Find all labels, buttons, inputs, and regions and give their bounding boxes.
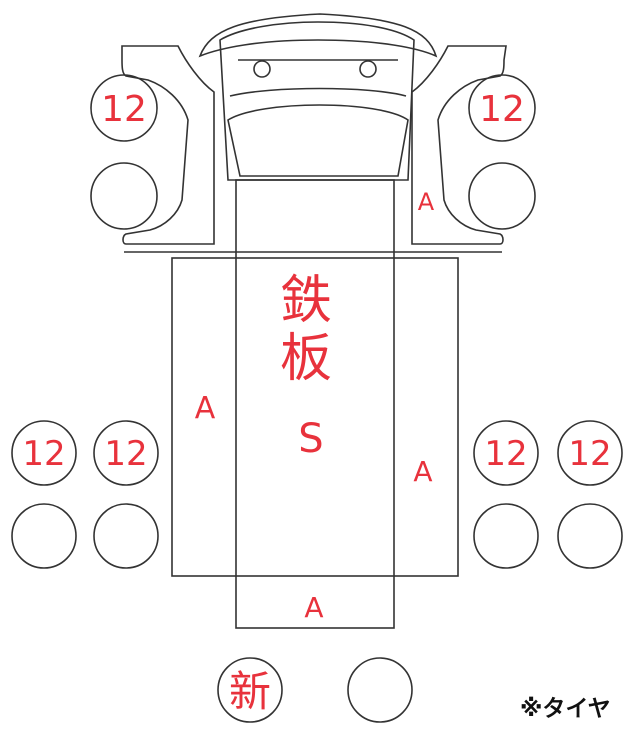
cab-light-left [253, 60, 271, 78]
tire-front-right-upper [468, 74, 536, 142]
tire-note: ※タイヤ [520, 696, 611, 722]
tire-front-left-lower [90, 162, 158, 230]
tire-label-front-right-upper: 12 [479, 89, 525, 130]
center-frame [235, 179, 395, 629]
mark-bed-rear: A [304, 591, 323, 624]
mark-bed-right: A [413, 455, 432, 488]
cab-body [121, 45, 215, 245]
tire-label-rear-right-inner-upper: 12 [484, 434, 527, 474]
tire-label-rear-left-outer-upper: 12 [22, 434, 65, 474]
tire-label-rear-left-inner-upper: 12 [104, 434, 147, 474]
mark-bed-left: A [195, 391, 216, 426]
tire-rear-left-outer-lower [11, 503, 77, 569]
tire-rear-left-inner-upper [93, 420, 159, 486]
tire-front-left-upper [90, 74, 158, 142]
tire-label-rear-right-outer-upper: 12 [568, 434, 611, 474]
tire-label-front-left-upper: 12 [101, 89, 147, 130]
tire-rear-left-outer-upper [11, 420, 77, 486]
tire-front-right-lower [468, 162, 536, 230]
tire-label-spare-left: 新 [229, 667, 271, 716]
tire-rear-right-inner-upper [473, 420, 539, 486]
mark-frame-center: S [298, 416, 323, 462]
cab-hood-panel [227, 104, 409, 177]
tire-spare-right [347, 657, 413, 723]
cab-light-right [359, 60, 377, 78]
tire-rear-left-inner-lower [93, 503, 159, 569]
frame-label-line2: 板 [280, 329, 332, 389]
mark-cab-right: A [418, 188, 435, 216]
frame-label-line1: 鉄 [280, 271, 332, 331]
tire-rear-right-inner-lower [473, 503, 539, 569]
tire-spare-left [217, 657, 283, 723]
cab-bottom-rail [120, 246, 508, 256]
tire-rear-right-outer-lower [557, 503, 623, 569]
cab-roof [219, 21, 415, 181]
cargo-bed [171, 257, 459, 577]
tire-rear-right-outer-upper [557, 420, 623, 486]
cab-roof-inner [229, 59, 407, 97]
windshield [198, 13, 438, 58]
